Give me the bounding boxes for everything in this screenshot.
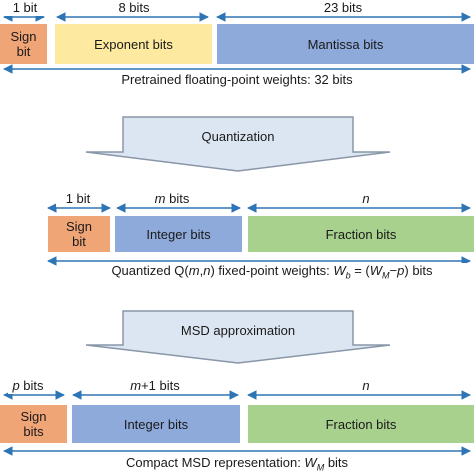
caption2-wm: W bbox=[369, 263, 383, 278]
sign-bit-box-2: Sign bit bbox=[48, 216, 110, 252]
sign-bit-label-1: Sign bit bbox=[10, 29, 37, 59]
integer-bits-box-2: Integer bits bbox=[115, 216, 242, 252]
dim-var-n-2: n bbox=[362, 191, 370, 206]
caption3-prefix: Compact MSD representation: bbox=[125, 455, 305, 470]
dim-label-sign-1: 1 bit bbox=[0, 0, 50, 16]
fraction-bits-label-3: Fraction bits bbox=[325, 416, 397, 432]
dim-label-sign-2: 1 bit bbox=[56, 191, 100, 207]
exponent-bits-label: Exponent bits bbox=[94, 36, 173, 52]
dim-var-m-3: m bbox=[130, 378, 142, 393]
dim-var-m-2: m bbox=[154, 191, 166, 206]
integer-bits-label-3: Integer bits bbox=[123, 416, 189, 432]
exponent-bits-box: Exponent bits bbox=[55, 24, 212, 64]
fraction-bits-box-2: Fraction bits bbox=[248, 216, 474, 252]
dim-label-mantissa-1: 23 bits bbox=[315, 0, 371, 16]
dim-suffix-integer-2: bits bbox=[165, 191, 190, 206]
caption2-prefix: Quantized Q( bbox=[111, 263, 189, 278]
dim-label-exponent-1: 8 bits bbox=[111, 0, 157, 16]
caption2-wb: W bbox=[333, 263, 346, 278]
caption2-comma: , bbox=[199, 263, 204, 278]
caption2-m: m bbox=[188, 263, 200, 278]
sign-bits-label-3: Sign bits bbox=[20, 409, 47, 439]
caption2-minus: − bbox=[389, 263, 398, 278]
caption2-p: p bbox=[397, 263, 405, 278]
sign-bit-label-2: Sign bit bbox=[65, 219, 93, 249]
integer-bits-label-2: Integer bits bbox=[146, 226, 211, 242]
caption2-wm-sub: M bbox=[382, 270, 390, 281]
caption2-mid: ) fixed-point weights: bbox=[210, 263, 334, 278]
dim-suffix-integer-3: +1 bits bbox=[141, 378, 180, 393]
caption2-eq: = ( bbox=[350, 263, 370, 278]
dim-label-sign-3: p bits bbox=[8, 378, 48, 394]
sign-bits-box-3: Sign bits bbox=[0, 405, 67, 443]
quantization-arrow bbox=[85, 116, 391, 172]
dim-var-p-3: p bbox=[12, 378, 20, 393]
dim-suffix-sign-3: bits bbox=[19, 378, 44, 393]
mantissa-bits-box: Mantissa bits bbox=[217, 24, 474, 64]
caption3-suffix: bits bbox=[324, 455, 349, 470]
dim-label-fraction-3: n bbox=[356, 378, 376, 394]
caption2-suffix: ) bits bbox=[404, 263, 433, 278]
caption3-wm: W bbox=[304, 455, 317, 470]
dim-var-n-3: n bbox=[362, 378, 370, 393]
msd-approximation-label: MSD approximation bbox=[180, 323, 296, 338]
mantissa-bits-label: Mantissa bits bbox=[307, 36, 384, 52]
caption3-wm-sub: M bbox=[316, 462, 325, 473]
dim-label-integer-3: m+1 bits bbox=[118, 378, 192, 394]
msd-approximation-arrow bbox=[85, 310, 391, 364]
fraction-bits-label-2: Fraction bits bbox=[325, 226, 397, 242]
dim-label-integer-2: m bits bbox=[146, 191, 198, 207]
caption2-wb-sub: b bbox=[345, 270, 351, 281]
integer-bits-box-3: Integer bits bbox=[72, 405, 240, 443]
caption-fixed-point: Quantized Q(m,n) fixed-point weights: Wb… bbox=[72, 263, 472, 284]
caption-msd-representation: Compact MSD representation: WM bits bbox=[112, 455, 362, 476]
caption2-n: n bbox=[203, 263, 211, 278]
quantization-label: Quantization bbox=[201, 129, 275, 144]
fraction-bits-box-3: Fraction bits bbox=[248, 405, 474, 443]
dim-label-fraction-2: n bbox=[356, 191, 376, 207]
caption-floating-point: Pretrained floating-point weights: 32 bi… bbox=[97, 72, 377, 88]
sign-bit-box-1: Sign bit bbox=[0, 24, 47, 64]
